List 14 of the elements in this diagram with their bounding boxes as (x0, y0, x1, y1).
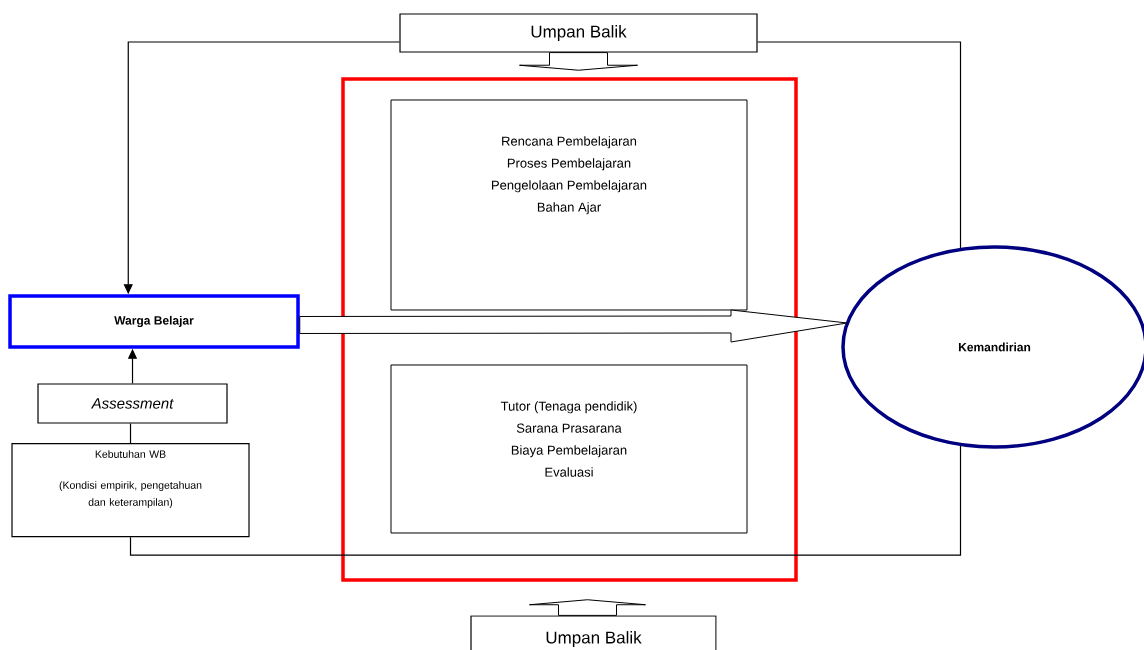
block-arrow (519, 52, 638, 71)
learner-box: Warga Belajar (8, 294, 300, 349)
needs-box: Kebutuhan WB (Kondisi empirik, pengetahuan dan keterampilan) (11, 443, 250, 538)
connector-line (757, 41, 962, 249)
feedback-box: Umpan Balik (399, 13, 758, 53)
connector-line (129, 445, 962, 556)
block-arrow (529, 599, 646, 616)
frame-box (341, 77, 798, 582)
assessment-box: Assessment (37, 383, 228, 424)
content-box: Tutor (Tenaga pendidik) Sarana Prasarana Biaya Pembelajaran Evaluasi (390, 364, 748, 534)
feedback-box: Umpan Balik (470, 615, 717, 650)
block-arrow (299, 309, 848, 343)
content-box: Rencana Pembelajaran Proses Pembelajaran Pengelolaan Pembelajaran Bahan Ajar (390, 99, 748, 311)
connector-line (129, 423, 132, 444)
